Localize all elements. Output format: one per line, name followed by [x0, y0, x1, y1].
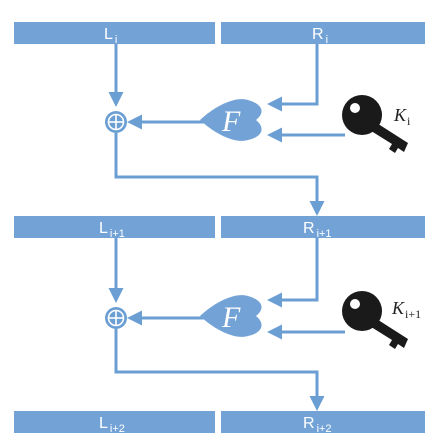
register-r-row1 [221, 22, 425, 44]
register-r-row2 [221, 216, 425, 238]
register-r-row3 [221, 411, 425, 433]
f-label-2: F [221, 301, 241, 334]
register-l-row2 [14, 216, 215, 238]
xor-node-1 [105, 111, 127, 133]
key-icon-2 [342, 291, 408, 349]
arrow-r-to-f-1 [267, 44, 319, 112]
key-label-1: Ki [393, 105, 411, 128]
key-icon-1 [342, 95, 408, 153]
arrow-xor-to-r-next-2 [114, 329, 325, 411]
arrow-r-to-f-2 [267, 238, 319, 308]
key-label-2: Ki+1 [391, 298, 421, 321]
f-function-2: F [200, 295, 262, 337]
f-label-1: F [221, 105, 241, 138]
register-l-row1 [14, 22, 215, 44]
f-function-1: F [200, 99, 262, 141]
xor-node-2 [105, 307, 127, 329]
register-l-row3 [14, 411, 215, 433]
arrow-xor-to-r-next-1 [114, 133, 325, 216]
